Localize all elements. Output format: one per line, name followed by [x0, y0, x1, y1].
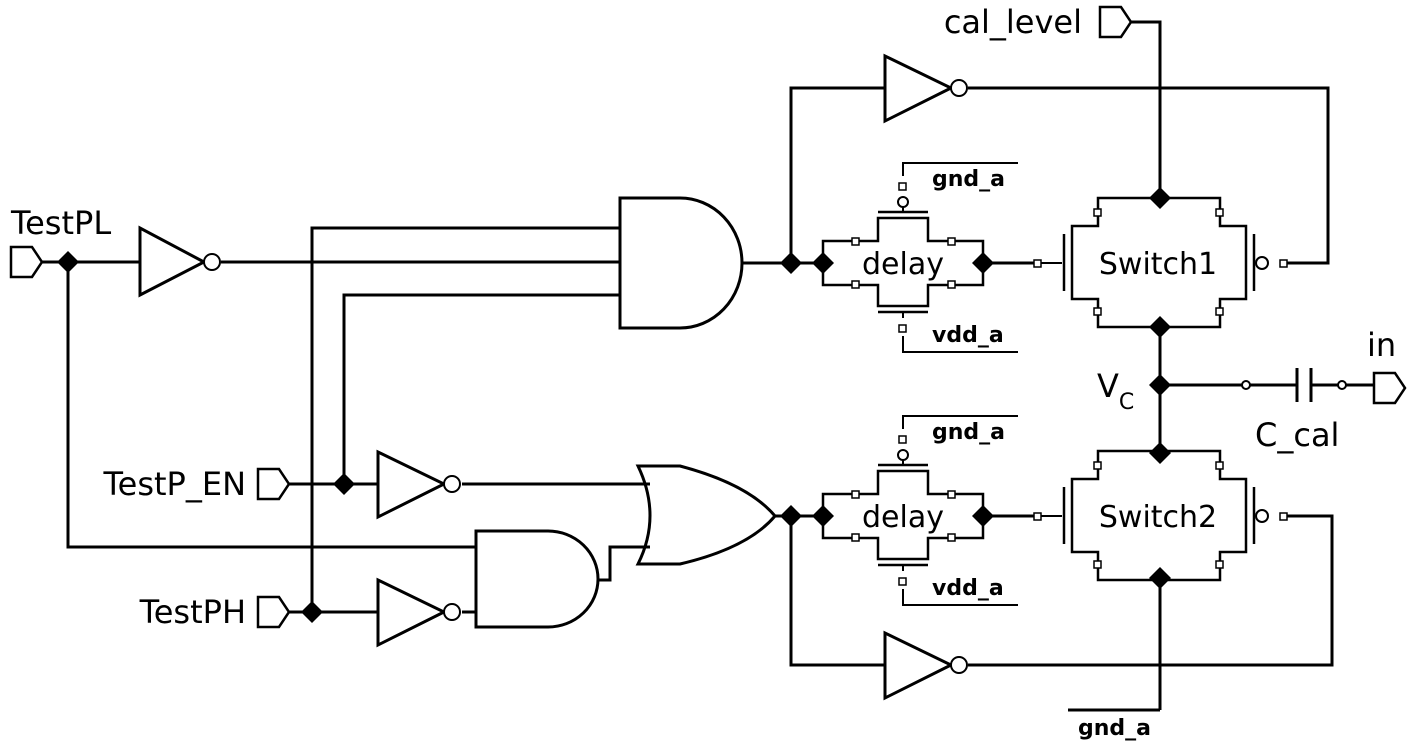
inverter-5 — [883, 630, 968, 701]
or-gate — [635, 464, 777, 566]
label-gnd-rail: gnd_a — [1078, 716, 1151, 741]
label-cal-level: cal_level — [944, 3, 1082, 41]
and-gate-bottom — [474, 529, 600, 629]
inverter-3 — [376, 449, 461, 520]
inverter-1 — [138, 225, 221, 298]
label-testp-en: TestP_EN — [103, 465, 246, 503]
port-in — [1372, 371, 1407, 405]
label-switch1: Switch1 — [1099, 247, 1217, 282]
label-testpl: TestPL — [10, 204, 111, 242]
port-cal-level — [1098, 5, 1133, 39]
junction-dots — [57, 187, 1171, 623]
delay-block-top — [821, 162, 1018, 353]
label-in: in — [1367, 326, 1396, 364]
label-gnd-bottom: gnd_a — [932, 420, 1005, 445]
capacitor-c-cal — [1241, 368, 1347, 402]
label-delay-top: delay — [862, 247, 944, 282]
label-vc: VC — [1097, 367, 1134, 415]
and-gate-top — [618, 196, 744, 330]
port-testp-en — [256, 467, 291, 501]
inverter-2 — [883, 53, 968, 124]
label-switch2: Switch2 — [1099, 500, 1217, 535]
delay-block-bottom — [821, 415, 1018, 606]
label-vdd-top: vdd_a — [932, 323, 1004, 348]
label-c-cal: C_cal — [1255, 416, 1339, 454]
label-vdd-bottom: vdd_a — [932, 576, 1004, 601]
label-gnd-top: gnd_a — [932, 167, 1005, 192]
switch2-block — [1033, 449, 1288, 582]
inverter-4 — [376, 577, 461, 648]
port-testpl — [9, 245, 44, 279]
label-testph: TestPH — [139, 593, 246, 631]
switch1-block — [1033, 196, 1288, 329]
port-testph — [256, 595, 291, 629]
label-delay-bottom: delay — [862, 500, 944, 535]
